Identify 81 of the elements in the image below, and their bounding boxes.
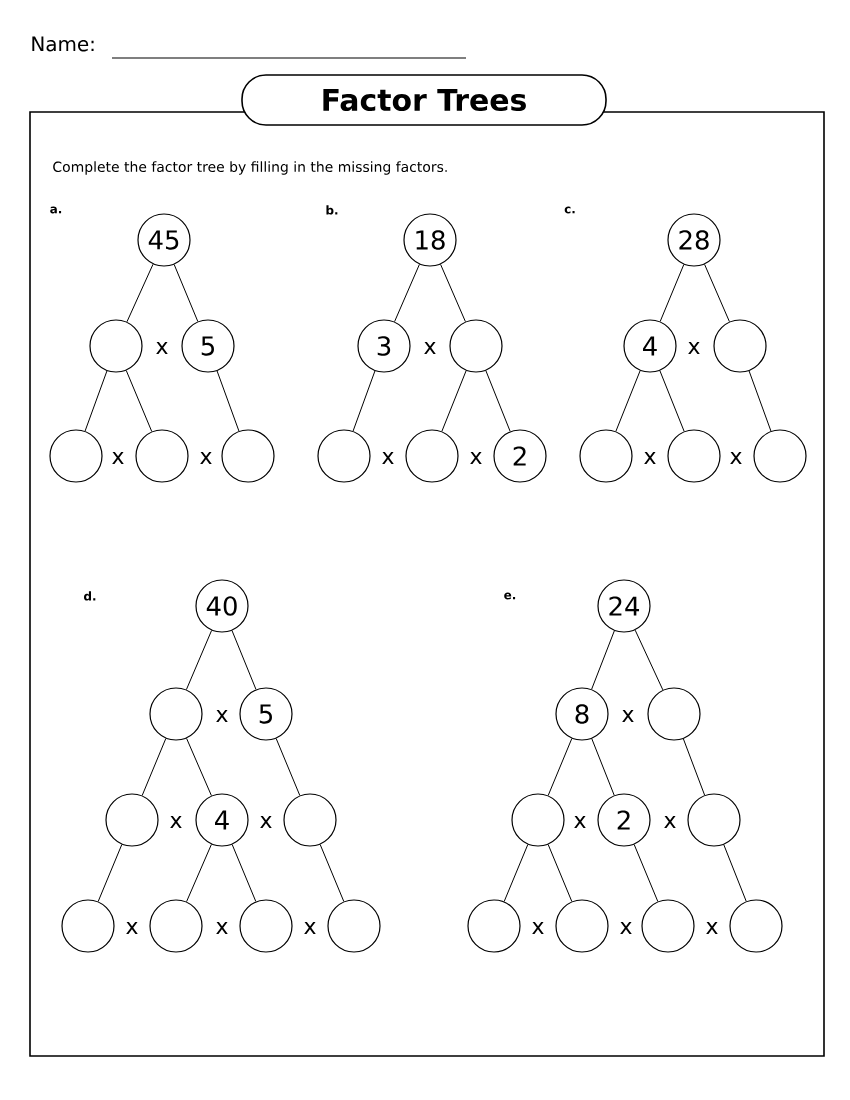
blank-circle	[327, 899, 381, 953]
blank-circle	[89, 319, 143, 373]
blank-circle	[641, 899, 695, 953]
times-sign: x	[664, 816, 676, 828]
branch-line	[485, 370, 511, 432]
times-sign: x	[112, 452, 124, 464]
blank-circle	[283, 793, 337, 847]
branch-line	[591, 630, 615, 690]
times-sign: x	[260, 816, 272, 828]
blank-circle	[239, 899, 293, 953]
times-sign: x	[156, 342, 168, 354]
times-sign: x	[688, 342, 700, 354]
blank-circle	[135, 429, 189, 483]
branch-line	[186, 843, 212, 903]
blank-circle	[105, 793, 159, 847]
blank-circle	[511, 793, 565, 847]
branch-line	[275, 738, 301, 796]
branch-line	[141, 738, 167, 796]
blank-circle	[61, 899, 115, 953]
branch-line	[441, 370, 467, 432]
branch-line	[173, 264, 199, 322]
blank-circle	[49, 429, 103, 483]
blank-circle	[149, 899, 203, 953]
times-sign: x	[170, 816, 182, 828]
times-sign: x	[216, 922, 228, 934]
blank-circle	[149, 687, 203, 741]
blank-circle	[467, 899, 521, 953]
blank-circle	[317, 429, 371, 483]
blank-circle	[579, 429, 633, 483]
branch-line	[319, 844, 345, 902]
blank-circle	[713, 319, 767, 373]
branch-line	[547, 844, 573, 902]
blank-circle	[729, 899, 783, 953]
times-sign: x	[382, 452, 394, 464]
branch-line	[231, 844, 257, 902]
branch-line	[126, 263, 154, 323]
blank-circle	[667, 429, 721, 483]
branch-line	[503, 844, 529, 902]
branch-line	[216, 370, 240, 432]
times-sign: x	[532, 922, 544, 934]
branch-line	[84, 370, 108, 432]
branch-line	[591, 738, 615, 796]
times-sign: x	[200, 452, 212, 464]
times-sign: x	[216, 710, 228, 722]
times-sign: x	[574, 816, 586, 828]
times-sign: x	[706, 922, 718, 934]
times-sign: x	[622, 710, 634, 722]
blank-circle	[405, 429, 459, 483]
branch-line	[723, 844, 747, 902]
branch-line	[659, 370, 685, 432]
blank-circle	[555, 899, 609, 953]
times-sign: x	[304, 922, 316, 934]
title-banner: Factor Trees	[241, 74, 607, 126]
times-sign: x	[126, 922, 138, 934]
times-sign: x	[730, 452, 742, 464]
branch-line	[231, 630, 257, 690]
branch-line	[682, 738, 706, 796]
branch-line	[704, 263, 730, 323]
times-sign: x	[470, 452, 482, 464]
name-label: Name:	[32, 36, 94, 52]
branch-line	[186, 737, 212, 797]
branch-line	[748, 370, 772, 432]
blank-circle	[753, 429, 807, 483]
branch-line	[185, 629, 213, 691]
blank-circle	[449, 319, 503, 373]
branch-line	[634, 629, 664, 691]
times-sign: x	[620, 922, 632, 934]
branch-line	[97, 844, 123, 902]
branch-line	[125, 370, 153, 432]
branch-line	[547, 738, 573, 796]
times-sign: x	[424, 342, 436, 354]
branch-line	[440, 263, 466, 323]
branch-line	[615, 370, 641, 432]
blank-circle	[687, 793, 741, 847]
blank-circle	[221, 429, 275, 483]
blank-circle	[647, 687, 701, 741]
branch-line	[352, 370, 376, 432]
branch-line	[633, 844, 659, 902]
times-sign: x	[644, 452, 656, 464]
branch-line	[659, 264, 685, 322]
branch-line	[394, 263, 420, 323]
